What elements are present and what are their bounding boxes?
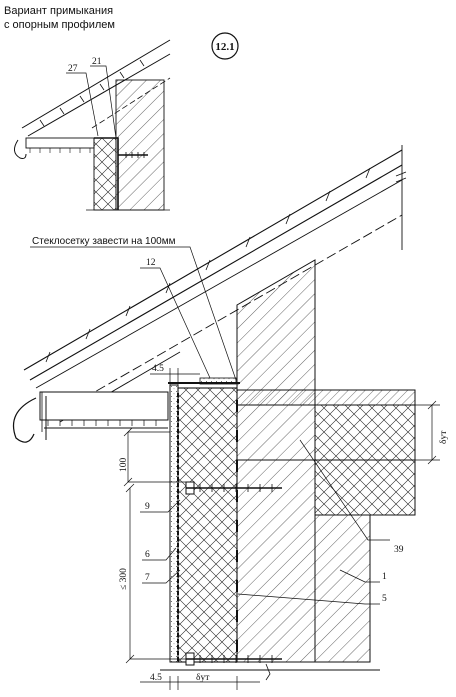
callout-9: 9 [145, 502, 150, 512]
sheet-number-badge: 12.1 [211, 32, 239, 60]
sheet-number: 12.1 [215, 41, 234, 53]
callout-1: 1 [382, 572, 387, 582]
callout-21: 21 [92, 57, 102, 67]
callout-5: 5 [382, 594, 387, 604]
callout-12: 12 [146, 258, 156, 268]
anchor-upper [185, 481, 282, 495]
inset-detail: 27 21 [14, 39, 171, 211]
callout-27: 27 [68, 64, 78, 74]
dim-100: 100 [119, 458, 129, 473]
main-detail [12, 145, 440, 690]
mesh-note: Стеклосетку завести на 100мм [32, 236, 176, 247]
dim-delta-right: δут [439, 430, 449, 444]
dim-300: ≤ 300 [119, 568, 129, 590]
dim-delta-bottom: δут [196, 673, 210, 683]
callout-6: 6 [145, 550, 150, 560]
callout-7: 7 [145, 573, 150, 583]
dim-4-5-top: 4.5 [152, 364, 164, 374]
detail-title-line2: с опорным профилем [4, 19, 115, 31]
callout-39: 39 [394, 545, 404, 555]
detail-title-line1: Вариант примыкания [4, 5, 113, 17]
dim-4-5-bottom: 4.5 [150, 673, 162, 683]
